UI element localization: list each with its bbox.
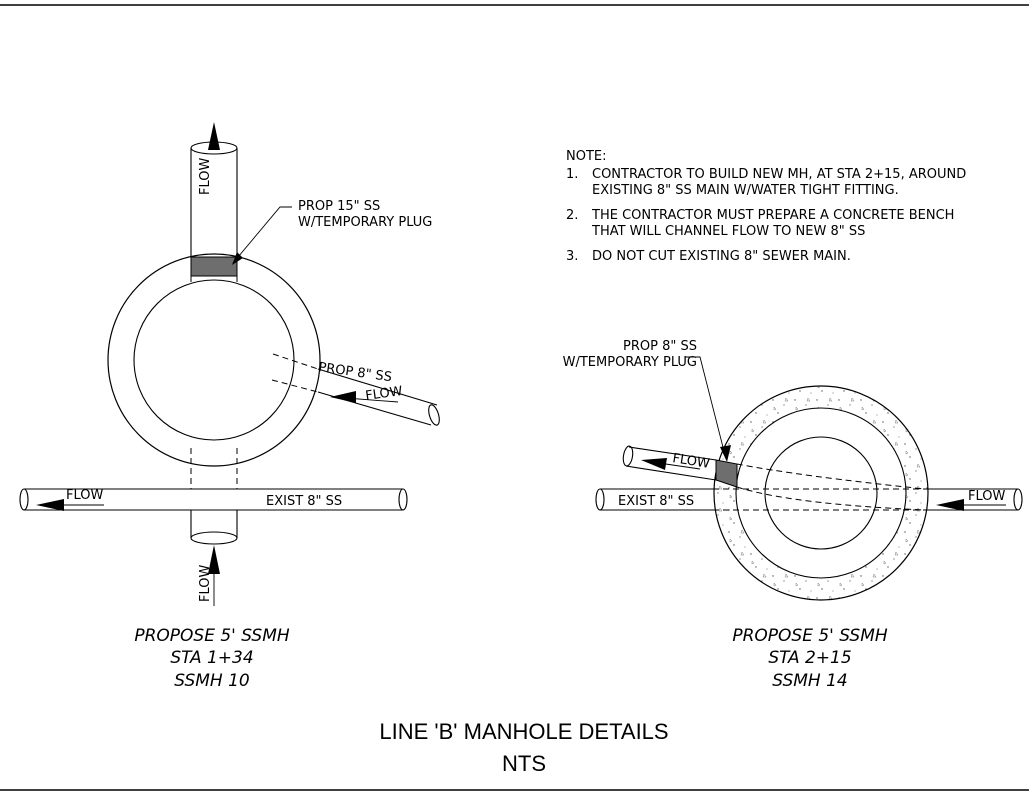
right-caption-line3: SSMH 14 (772, 671, 847, 691)
right-prop8-leader-arrowhead (720, 445, 731, 462)
exist-left-flow-label: FLOW (66, 488, 103, 503)
right-caption-line2: STA 2+15 (768, 648, 851, 668)
exist8-left-label: EXIST 8" SS (266, 494, 342, 509)
right-prop8-flow-label: FLOW (671, 451, 710, 472)
right-manhole-detail: FLOW FLOW EXIST 8" SS PROP 8" SS W/TEMPO… (563, 339, 1023, 691)
right-prop8-pipe-end (622, 445, 634, 467)
north-flow-label: FLOW (198, 158, 213, 195)
notes-block: NOTE: 1. CONTRACTOR TO BUILD NEW MH, AT … (566, 149, 966, 264)
temporary-plug-15in (190, 256, 238, 277)
south-flow-label: FLOW (198, 565, 213, 602)
left-caption-line3: SSMH 10 (174, 671, 249, 691)
prop15-label-line2: W/TEMPORARY PLUG (298, 215, 432, 230)
note-1-line1: CONTRACTOR TO BUILD NEW MH, AT STA 2+15,… (592, 167, 966, 182)
sheet-title: LINE 'B' MANHOLE DETAILS (379, 719, 668, 744)
left-manhole-detail: FLOW PROP 8" SS FLOW EXIST 8" SS FLOW FL… (19, 122, 440, 691)
right-manhole-outer-wall (735, 407, 907, 579)
note-heading: NOTE: (566, 149, 607, 164)
exist-pipe-right-east-end (1013, 488, 1023, 511)
right-prop8-label-line1: PROP 8" SS (623, 339, 697, 354)
right-prop8-leader-line (685, 356, 727, 460)
prop8-hidden-top (272, 353, 319, 370)
channel-curve-bottom (736, 486, 926, 511)
north-flow-arrowhead (208, 122, 220, 150)
note-3-line1: DO NOT CUT EXISTING 8" SEWER MAIN. (592, 249, 851, 264)
exist-pipe-left-west-end (19, 488, 29, 511)
exist-pipe-right-west-end (595, 488, 605, 511)
note-3-number: 3. (566, 249, 578, 264)
channel-curve-top (736, 463, 926, 490)
prop15-leader-line (232, 206, 292, 264)
prop15-leader-arrowhead (232, 252, 243, 265)
prop8-label: PROP 8" SS (317, 360, 392, 385)
temporary-plug-8in (715, 459, 738, 488)
prop8-pipe-end (428, 404, 440, 426)
left-manhole-inner-ring (133, 279, 295, 441)
left-caption-line2: STA 1+34 (170, 648, 253, 668)
prop15-label-line1: PROP 15" SS (298, 199, 380, 214)
prop8-flow-label: FLOW (364, 384, 403, 404)
note-2-line2: THAT WILL CHANNEL FLOW TO NEW 8" SS (591, 224, 865, 239)
exist-pipe-left-east-end (398, 488, 408, 511)
right-prop8-top-edge (628, 446, 717, 461)
right-prop8-flow-arrowhead (641, 458, 667, 470)
south-flow-arrowhead (208, 545, 220, 574)
south-pipe-end (190, 531, 238, 545)
note-2-line1: THE CONTRACTOR MUST PREPARE A CONCRETE B… (591, 208, 954, 223)
left-manhole-outer-ring (107, 253, 321, 467)
note-1-number: 1. (566, 167, 578, 182)
note-2-number: 2. (566, 208, 578, 223)
note-1-line2: EXISTING 8" SS MAIN W/WATER TIGHT FITTIN… (592, 183, 899, 198)
exist-right-flow-label: FLOW (968, 489, 1005, 504)
prop8-flow-arrowhead (330, 391, 356, 403)
exist-right-flow-arrowhead (936, 499, 964, 511)
sheet-scale-note: NTS (502, 751, 546, 776)
right-prop8-bottom-edge (625, 465, 717, 481)
right-prop8-label-line2: W/TEMPORARY PLUG (563, 355, 697, 370)
exist-left-flow-arrowhead (36, 499, 64, 511)
prop8-hidden-bottom (271, 379, 319, 393)
left-caption-line1: PROPOSE 5' SSMH (134, 626, 290, 646)
exist8-right-label: EXIST 8" SS (618, 494, 694, 509)
right-manhole-inner-ring (764, 436, 878, 550)
prop8-pipe-top-edge (317, 368, 438, 406)
right-caption-line1: PROPOSE 5' SSMH (732, 626, 888, 646)
